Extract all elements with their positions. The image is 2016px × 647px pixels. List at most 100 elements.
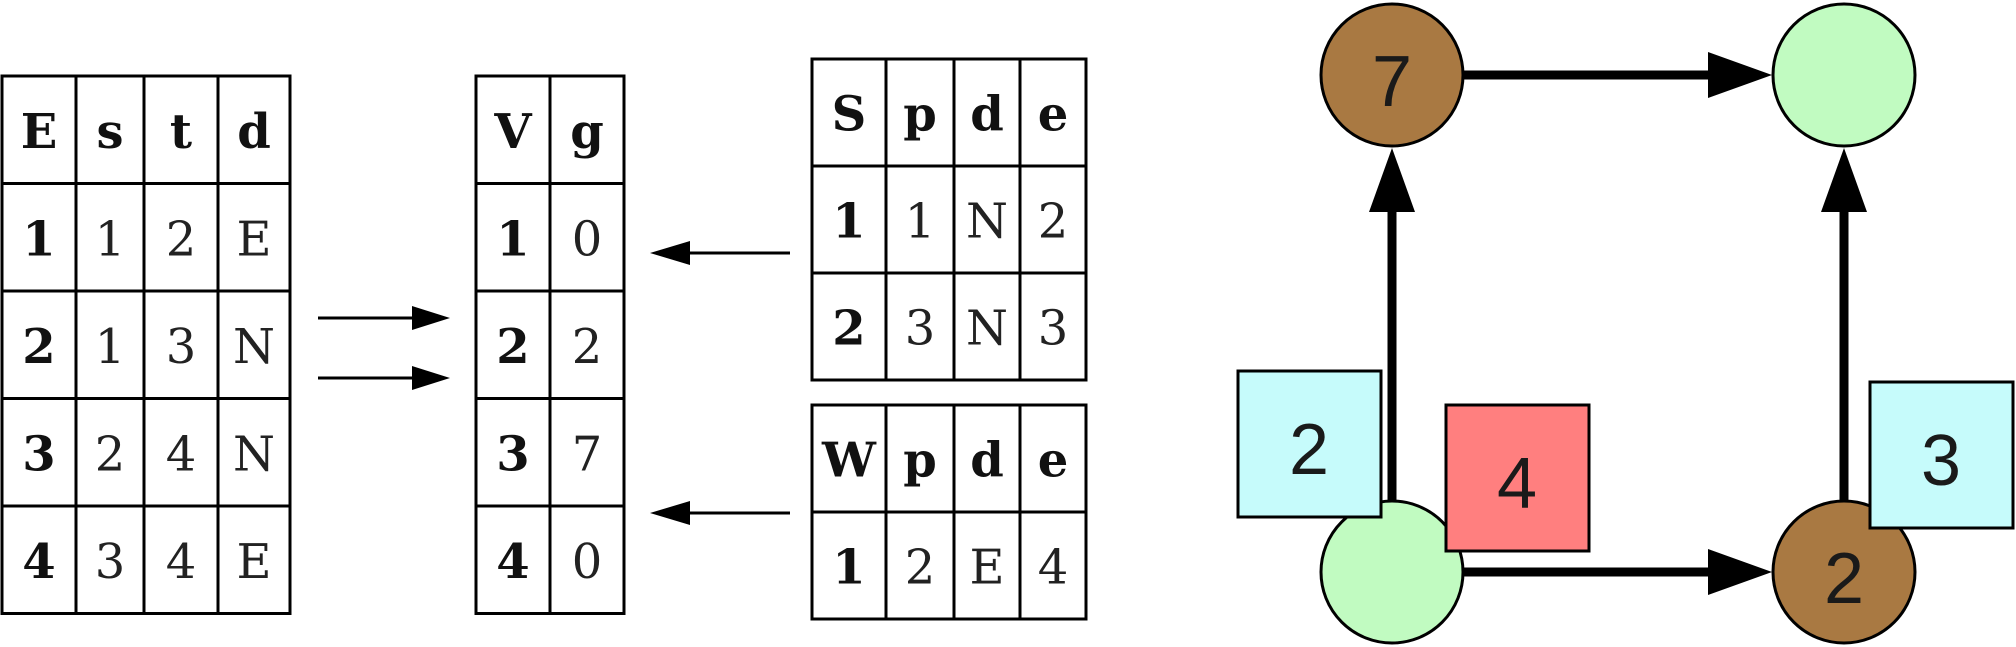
s-table-data-cell: 2 bbox=[1038, 194, 1069, 250]
w-table-cell bbox=[810, 510, 888, 621]
w-table-data-cell: 1 bbox=[832, 540, 865, 596]
arrowhead bbox=[412, 306, 450, 330]
w-table-data-cell: 4 bbox=[1038, 540, 1069, 596]
edge-table-cell bbox=[216, 289, 292, 400]
edge-table-data-cell: 1 bbox=[22, 211, 55, 267]
vertex-table-data-cell: 1 bbox=[496, 211, 529, 267]
vertex-table-cell bbox=[474, 182, 552, 293]
node-bottom-right-label: 2 bbox=[1824, 539, 1864, 619]
edge-table-data-cell: 4 bbox=[166, 426, 197, 482]
s-table-cell bbox=[884, 271, 956, 382]
edge-table-data-cell: 2 bbox=[166, 211, 197, 267]
edge-table-data-cell: 2 bbox=[22, 319, 55, 375]
edge-table-cell bbox=[216, 74, 292, 185]
edge-table-data-cell: N bbox=[233, 319, 275, 375]
s-table-data-cell: 3 bbox=[1038, 301, 1069, 357]
s-table-data-cell: N bbox=[966, 301, 1008, 357]
vertex-table-header-cell: g bbox=[570, 104, 604, 160]
arrowhead bbox=[650, 241, 690, 265]
edge-table-data-cell: 3 bbox=[22, 426, 55, 482]
vertex-table-data-cell: 7 bbox=[572, 426, 603, 482]
w-table-cell bbox=[952, 510, 1022, 621]
vertex-table-data-cell: 2 bbox=[572, 319, 603, 375]
vertex-table-cell bbox=[474, 504, 552, 615]
vertex-table-cell bbox=[474, 397, 552, 508]
edge-table-cell bbox=[216, 504, 292, 615]
w-table-cell bbox=[884, 510, 956, 621]
vertex-table-data-cell: 0 bbox=[572, 534, 603, 590]
vertex-table-data-cell: 2 bbox=[496, 319, 529, 375]
arrowhead bbox=[1369, 148, 1415, 212]
vertex-table-data-cell: 0 bbox=[572, 211, 603, 267]
vertex-table-cell bbox=[548, 182, 626, 293]
w-table-header-cell: W bbox=[821, 433, 877, 489]
arrowhead bbox=[1708, 52, 1772, 98]
s-table-cell bbox=[810, 57, 888, 168]
s-table-data-cell: 1 bbox=[832, 194, 865, 250]
w-table-data-cell: 2 bbox=[905, 540, 936, 596]
vertex-table-cell bbox=[548, 289, 626, 400]
arrowhead bbox=[1708, 549, 1772, 595]
weight-box-right-label: 3 bbox=[1921, 421, 1961, 501]
vertex-table-cell bbox=[548, 74, 626, 185]
w-table-cell bbox=[1018, 510, 1088, 621]
node-bottom-left bbox=[1319, 499, 1465, 645]
vertex-table-data-cell: 3 bbox=[496, 426, 529, 482]
weight-box-middle-label: 4 bbox=[1497, 444, 1537, 524]
vertex-table-cell bbox=[548, 504, 626, 615]
s-table-cell bbox=[952, 271, 1022, 382]
s-table-header-cell: p bbox=[903, 87, 937, 143]
edge-table-header-cell: s bbox=[96, 104, 123, 160]
edge-table-data-cell: N bbox=[233, 426, 275, 482]
edge-table-data-cell: 3 bbox=[95, 534, 126, 590]
w-table-header-cell: p bbox=[903, 433, 937, 489]
arrowhead bbox=[1821, 148, 1867, 212]
s-table-cell bbox=[1018, 271, 1088, 382]
graph-edges bbox=[1369, 52, 1867, 595]
s-table-header-cell: e bbox=[1038, 87, 1069, 143]
edge-table-cell bbox=[0, 504, 78, 615]
s-table-data-cell: N bbox=[966, 194, 1008, 250]
edge-table-data-cell: E bbox=[236, 211, 271, 267]
weight-box-right bbox=[1868, 380, 2015, 530]
w-table-cell bbox=[1018, 403, 1088, 514]
vertex-table-cell bbox=[474, 74, 552, 185]
s-table-data-cell: 1 bbox=[905, 194, 936, 250]
s-table-cell bbox=[952, 164, 1022, 275]
w-table-cell bbox=[952, 403, 1022, 514]
side-table-arrows bbox=[650, 241, 790, 525]
s-table-data-cell: 2 bbox=[832, 301, 865, 357]
edge-table-cell bbox=[142, 504, 220, 615]
edge-table-data-cell: 1 bbox=[95, 211, 126, 267]
edge-table-header-cell: d bbox=[237, 104, 271, 160]
weight-box-left-label: 2 bbox=[1289, 410, 1329, 490]
graph-nodes: 7 2 bbox=[1319, 2, 1917, 645]
vertex-table-header-cell: V bbox=[493, 104, 532, 160]
arrowhead bbox=[412, 366, 450, 390]
weight-box-middle bbox=[1444, 403, 1591, 553]
node-top-right bbox=[1771, 2, 1917, 148]
s-table-header-cell: d bbox=[970, 87, 1004, 143]
w-table-header-cell: e bbox=[1038, 433, 1069, 489]
edge-table-data-cell: E bbox=[236, 534, 271, 590]
edge-table-cell bbox=[74, 289, 146, 400]
w-table-header-cell: d bbox=[970, 433, 1004, 489]
vertex-table-data-cell: 4 bbox=[496, 534, 529, 590]
s-table-header-cell: S bbox=[832, 87, 867, 143]
edge-table-header-cell: E bbox=[21, 104, 58, 160]
w-table-data-cell: E bbox=[969, 540, 1004, 596]
node-top-left-label: 7 bbox=[1372, 42, 1412, 122]
edge-to-vertex-arrows bbox=[318, 306, 450, 390]
s-table-data-cell: 3 bbox=[905, 301, 936, 357]
weight-boxes: 2 4 3 bbox=[1236, 369, 2015, 553]
node-top-left bbox=[1319, 2, 1465, 148]
edge-table-data-cell: 4 bbox=[166, 534, 197, 590]
edge-table-cell bbox=[74, 397, 146, 508]
edge-table-cell bbox=[0, 74, 78, 185]
node-bottom-right bbox=[1771, 499, 1917, 645]
